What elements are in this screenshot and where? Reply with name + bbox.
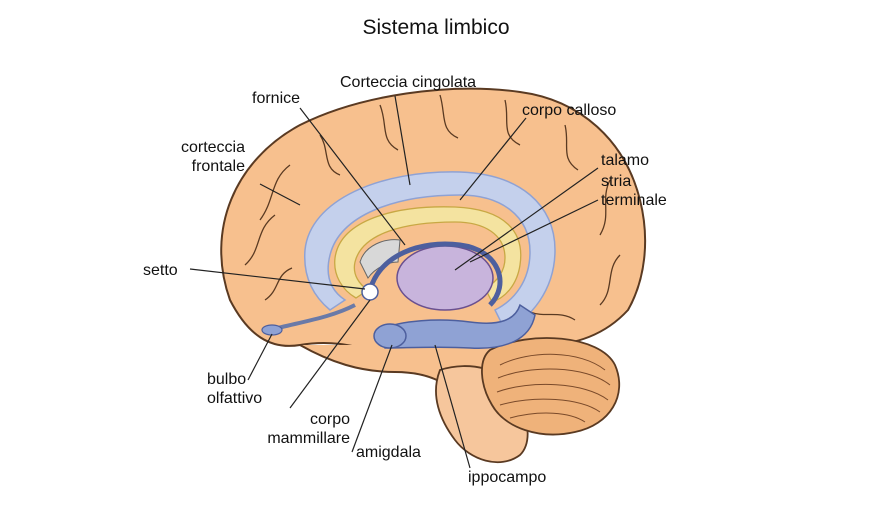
label-bulbo-olfattivo: bulbo olfattivo [207, 371, 263, 407]
cingulate-cortex [303, 171, 556, 331]
cortical-sulci [244, 94, 621, 321]
fornix [367, 241, 503, 307]
septum-area [359, 239, 401, 279]
label-amigdala: amigdala [356, 444, 421, 461]
corpus-callosum [334, 206, 522, 303]
mammillary-body [361, 283, 379, 301]
label-talamo: talamo [601, 152, 650, 169]
thalamus [396, 245, 494, 311]
leader-lines [189, 95, 599, 469]
hippocampus [379, 303, 536, 349]
label-setto: setto [143, 262, 178, 279]
label-corpo-mammillare: corpo mammillare [267, 411, 350, 447]
label-corpo-calloso: corpo calloso [522, 102, 617, 119]
figure-title: Sistema limbico [362, 16, 510, 39]
cerebrum-cortex [220, 87, 647, 360]
label-stria-terminale: stria terminale [601, 173, 667, 209]
olfactory-bulb [261, 324, 283, 336]
label-fornice: fornice [252, 90, 301, 107]
cerebellum-folia [496, 353, 611, 423]
label-corteccia-frontale: corteccia frontale [180, 139, 245, 175]
amygdala [373, 323, 407, 349]
cerebellum [481, 337, 621, 436]
label-corteccia-cingolata: Corteccia cingolata [340, 74, 477, 91]
label-ippocampo: ippocampo [468, 469, 547, 486]
